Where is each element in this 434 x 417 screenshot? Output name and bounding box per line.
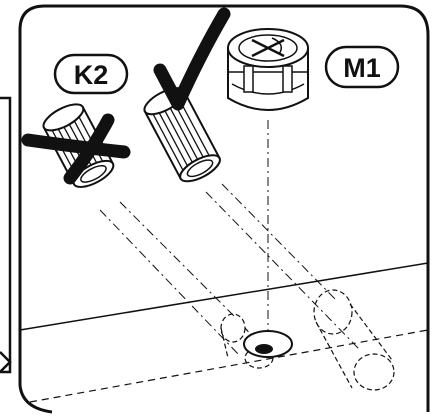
check-mark-icon bbox=[153, 7, 231, 111]
projection-guides bbox=[99, 120, 361, 357]
cross-mark-icon bbox=[21, 113, 131, 185]
k2-label: K2 bbox=[53, 53, 129, 95]
panel-surface bbox=[19, 262, 429, 403]
side-panel-edge bbox=[0, 96, 12, 374]
cam-hole bbox=[243, 330, 293, 358]
illustration-frame bbox=[18, 4, 430, 414]
k2-label-text: K2 bbox=[74, 60, 109, 90]
approved-dowel bbox=[143, 87, 221, 183]
m1-label: M1 bbox=[324, 45, 400, 89]
m1-cam-fitting bbox=[227, 28, 309, 111]
m1-label-text: M1 bbox=[343, 53, 381, 83]
k2-dowel bbox=[42, 103, 115, 188]
